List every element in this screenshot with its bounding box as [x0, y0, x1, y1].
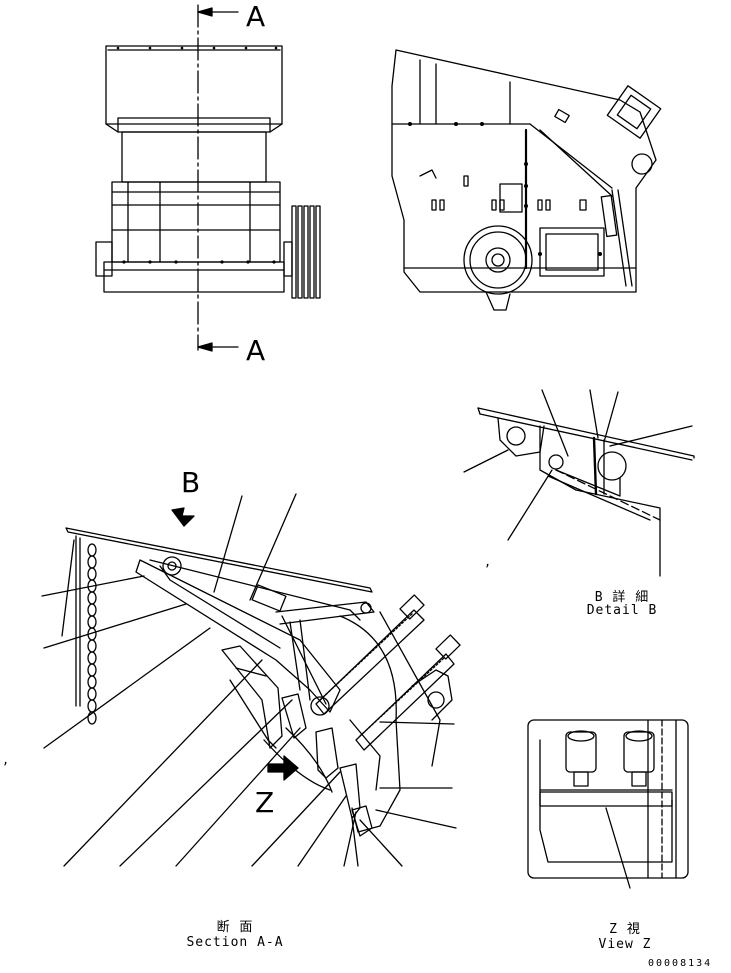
view-caption-en: View Z: [598, 937, 652, 952]
detail-caption-jp: B 詳 細: [594, 590, 650, 605]
section-caption-en: Section A-A: [186, 935, 284, 950]
side-view: [391, 49, 662, 311]
view-marker: Z: [255, 786, 275, 819]
spring-unit-right: [623, 730, 655, 787]
front-view: [95, 4, 321, 352]
view-caption-jp: Z 視: [609, 922, 641, 937]
detail-b-view: [463, 389, 695, 577]
section-a-a-view: [41, 493, 461, 867]
drawing-number: 00008134: [648, 958, 713, 969]
view-z: [527, 719, 689, 889]
section-marker-bottom: A: [246, 334, 266, 367]
chain-curtain: [75, 535, 97, 725]
section-marker-top: A: [246, 0, 266, 33]
svg-text:,: ,: [2, 753, 9, 767]
section-caption-jp: 断 面: [216, 920, 254, 935]
svg-text:,: ,: [484, 555, 491, 569]
spring-unit-left: [565, 730, 597, 787]
detail-caption-en: Detail B: [586, 603, 658, 618]
detail-marker: B: [181, 466, 201, 499]
